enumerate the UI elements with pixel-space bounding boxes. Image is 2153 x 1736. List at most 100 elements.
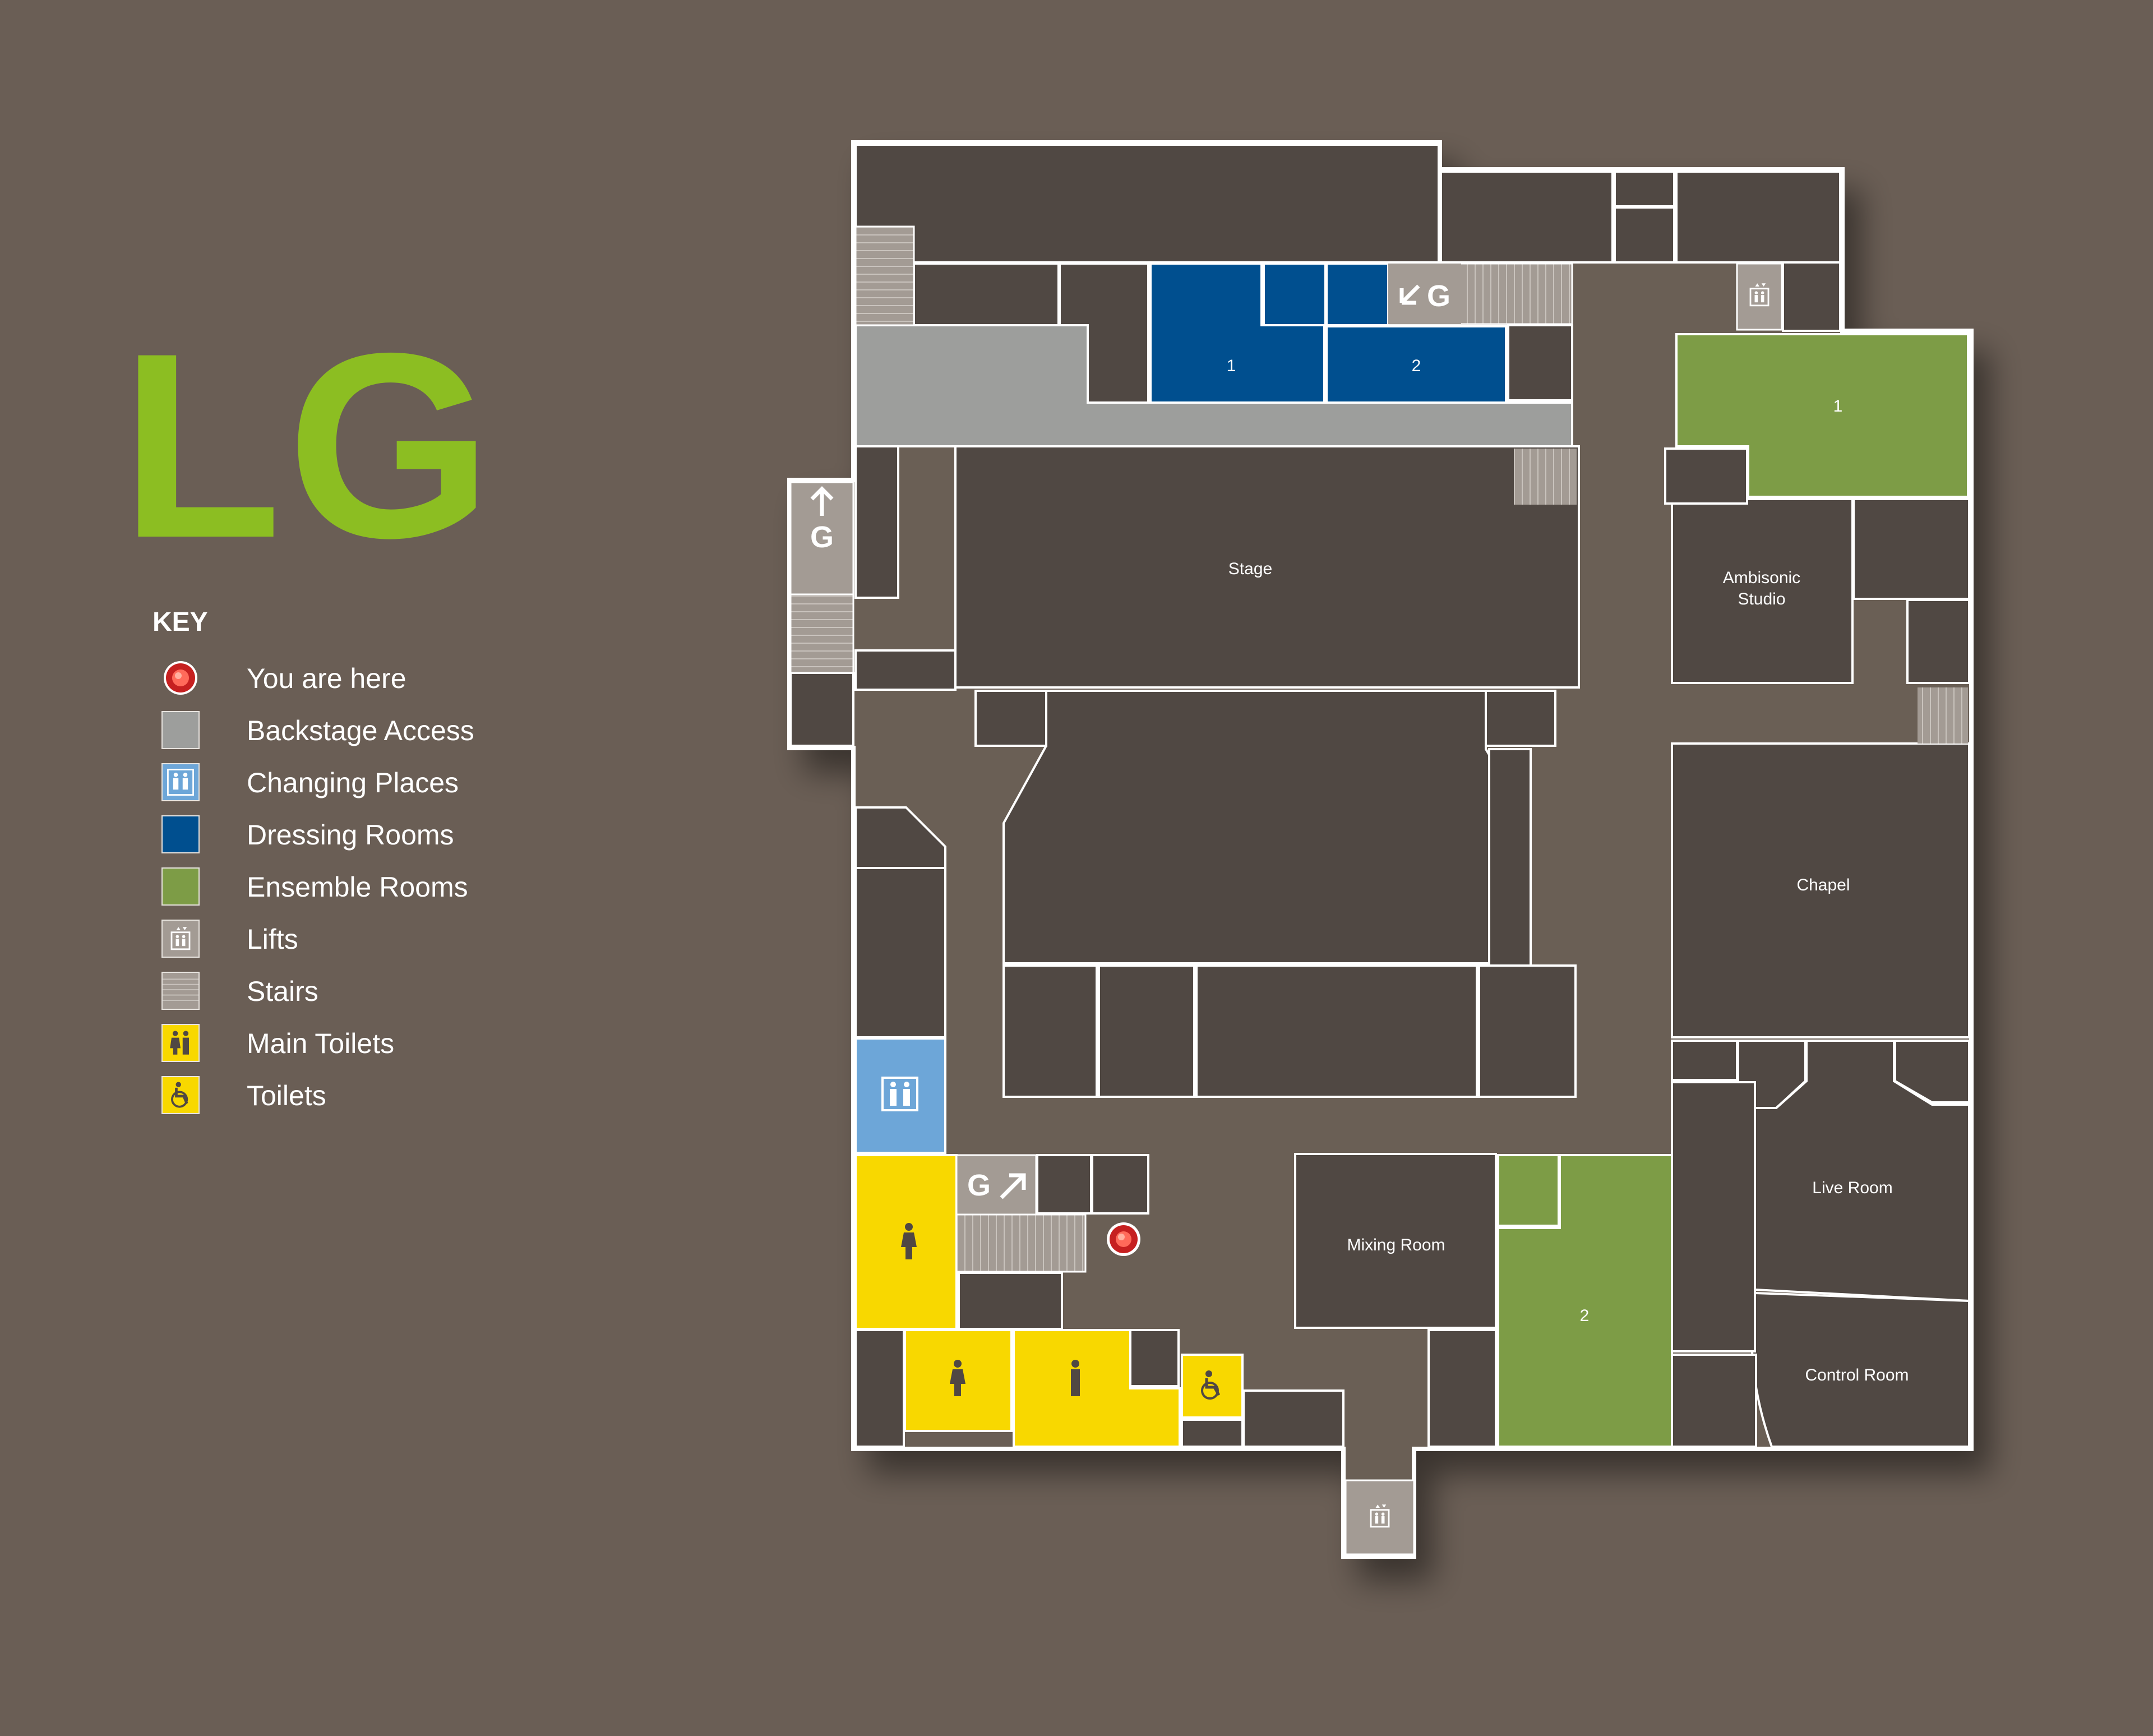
legend-label: Main Toilets	[247, 1028, 395, 1059]
stage-label: Stage	[1228, 560, 1272, 578]
room	[1427, 1329, 1497, 1448]
stairs	[955, 1213, 1087, 1273]
stairs-direction-bottom: G	[967, 1169, 1026, 1202]
room	[1002, 964, 1098, 1098]
room	[1485, 690, 1556, 747]
stairs-label: G	[810, 520, 834, 554]
stage-room	[954, 445, 1580, 689]
mixing-room-label: Mixing Room	[1347, 1236, 1445, 1254]
ensemble-room-1	[1675, 333, 1969, 498]
ambisonic-studio-label: Ambisonic	[1723, 569, 1800, 587]
dressing-room-2	[1325, 325, 1507, 404]
room	[1091, 1154, 1149, 1215]
room	[1098, 964, 1195, 1098]
stairs-label: G	[1427, 279, 1450, 313]
changing-places-room	[854, 1037, 946, 1154]
changing-places-icon	[881, 1077, 918, 1111]
room	[913, 262, 1060, 326]
dressing-rooms-swatch	[161, 815, 200, 853]
legend-label: Changing Places	[247, 767, 459, 798]
dressing-room	[1263, 262, 1327, 326]
auditorium	[1002, 690, 1532, 964]
room	[1664, 447, 1748, 505]
room	[854, 867, 946, 1038]
room	[789, 672, 854, 747]
control-room-label: Control Room	[1805, 1366, 1909, 1384]
legend-label: Toilets	[247, 1080, 326, 1111]
lifts	[1345, 262, 1783, 1555]
live-room-label: Live Room	[1812, 1179, 1892, 1197]
room	[1671, 1081, 1756, 1352]
stairs	[1514, 449, 1577, 505]
room	[1507, 324, 1573, 401]
dressing-room	[1325, 262, 1389, 326]
changing-places-icon	[161, 763, 200, 801]
ensemble-room-1-label: 1	[1833, 397, 1843, 415]
ensemble-rooms-swatch	[161, 867, 200, 906]
ensemble-rooms	[1497, 333, 1969, 1448]
lift	[1345, 1479, 1415, 1555]
lift-icon	[161, 920, 200, 958]
room	[1782, 261, 1841, 332]
room	[1440, 170, 1614, 264]
key-title: KEY	[153, 607, 208, 637]
room	[854, 445, 899, 599]
mixing-room	[1294, 1153, 1497, 1329]
accessible-toilet-icon	[161, 1076, 200, 1114]
you-are-here-marker	[1107, 1222, 1140, 1256]
toilets	[854, 1154, 1244, 1448]
dressing-room-2-label: 2	[1412, 357, 1421, 375]
main-toilets-icon	[161, 1024, 200, 1062]
accessible-toilet-icon	[1201, 1370, 1221, 1400]
room	[854, 649, 957, 691]
legend-label: Dressing Rooms	[247, 819, 454, 851]
stairs	[1918, 687, 1968, 744]
lift	[1736, 262, 1783, 331]
room	[1195, 964, 1478, 1098]
stairs	[854, 225, 915, 326]
legend-label: Lifts	[247, 924, 298, 955]
ambisonic-studio-label: Studio	[1738, 590, 1785, 608]
accessible-toilet	[1181, 1354, 1244, 1419]
room	[854, 806, 946, 869]
room	[1671, 1040, 1738, 1081]
stairs-direction-left: G	[810, 486, 834, 554]
you-are-here-icon	[161, 659, 200, 697]
room	[1852, 498, 1970, 600]
dressing-room-1-label: 1	[1227, 357, 1236, 375]
room	[1129, 1329, 1180, 1387]
legend-label: Backstage Access	[247, 715, 474, 746]
legend-label: You are here	[247, 663, 406, 694]
men-icon	[1071, 1360, 1080, 1396]
room	[1614, 206, 1675, 264]
room	[1675, 170, 1841, 264]
legend-label: Stairs	[247, 976, 318, 1007]
backstage-access-swatch	[161, 711, 200, 749]
legend-label: Ensemble Rooms	[247, 871, 468, 903]
room	[1671, 1354, 1757, 1448]
room	[854, 1329, 905, 1448]
stairs-direction-top: G	[1399, 279, 1450, 313]
stairs	[789, 593, 854, 674]
room	[1478, 964, 1577, 1098]
chapel-label: Chapel	[1796, 876, 1850, 894]
room	[1614, 170, 1675, 207]
stairs-icon	[161, 972, 200, 1010]
mens-toilet	[1013, 1329, 1181, 1448]
room	[1242, 1389, 1345, 1448]
stairs-label: G	[967, 1169, 991, 1202]
backstage-access	[854, 324, 1573, 447]
rooms	[789, 144, 1970, 1448]
ensemble-room	[1497, 1154, 1560, 1227]
room	[1906, 599, 1970, 684]
stairs	[789, 225, 1968, 1273]
room	[974, 690, 1047, 747]
room	[958, 1272, 1063, 1330]
room	[1181, 1419, 1244, 1448]
backstage-access-areas	[854, 324, 1573, 447]
ambisonic-studio	[1671, 498, 1854, 684]
dressing-rooms	[1149, 262, 1507, 404]
floor-title: LG	[121, 298, 498, 593]
room	[1036, 1154, 1092, 1215]
